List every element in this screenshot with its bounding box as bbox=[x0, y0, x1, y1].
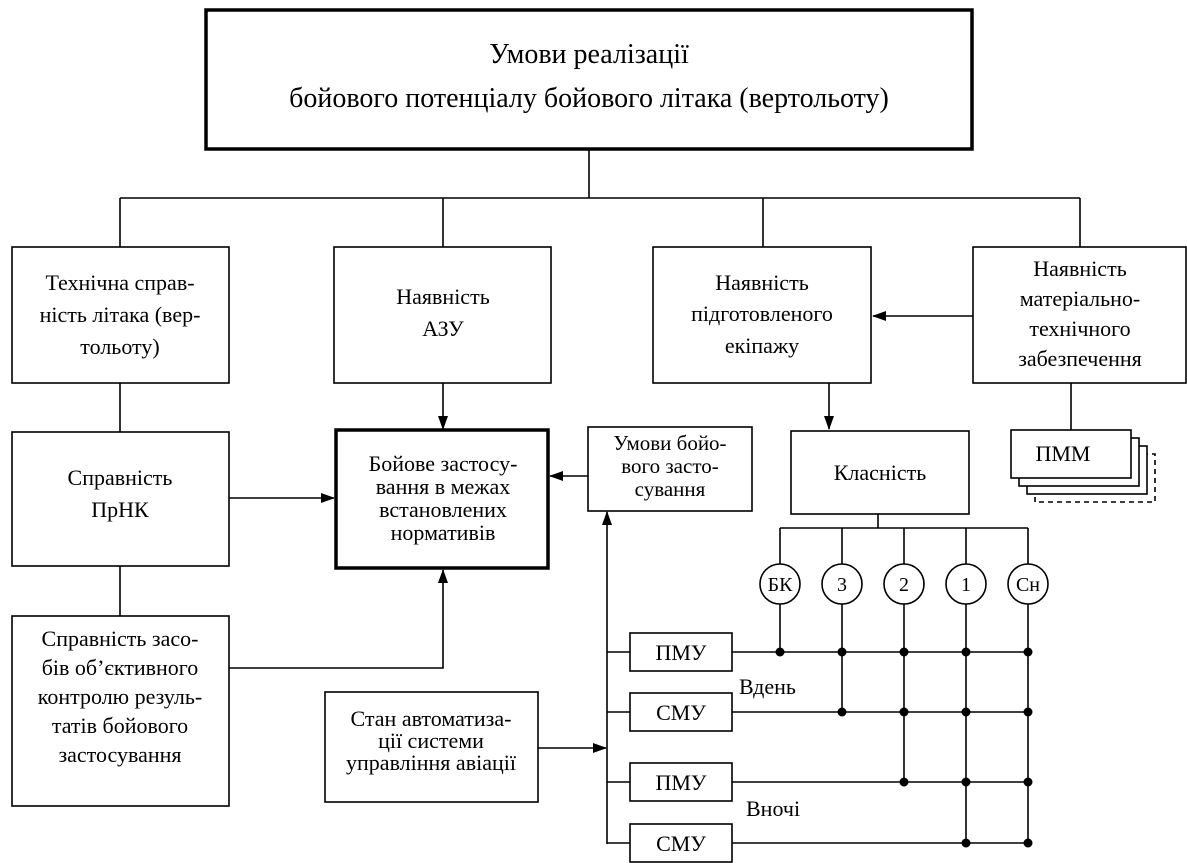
objective-control-line-3: контролю резуль- bbox=[38, 684, 202, 709]
crew-line-2: підготовленого bbox=[691, 301, 833, 326]
tech-serviceability-line-1: Технічна справ- bbox=[45, 270, 194, 295]
crew-box bbox=[652, 246, 872, 384]
grid-junction-dot bbox=[775, 647, 785, 657]
weather-row-3-box bbox=[629, 762, 733, 802]
class-level-label: 1 bbox=[961, 574, 971, 596]
logistics-line-2: матеріально- bbox=[1020, 286, 1141, 311]
grid-junction-dot bbox=[961, 777, 971, 787]
pmm-document-stack bbox=[1010, 429, 1156, 503]
prnk-box bbox=[11, 431, 230, 567]
automation-box bbox=[324, 691, 539, 803]
automation-line-2: ції системи bbox=[378, 728, 484, 753]
weather-row-1-box bbox=[629, 632, 733, 672]
combat-conditions-box bbox=[587, 426, 753, 512]
title-box bbox=[204, 8, 974, 151]
azu-line-1: Наявність bbox=[396, 284, 489, 309]
crew-line-3: екіпажу bbox=[725, 333, 799, 358]
combat-use-line-1: Бойове застосу- bbox=[369, 451, 518, 476]
weather-row-2-box bbox=[629, 692, 733, 732]
class-box bbox=[790, 430, 970, 515]
logistics-box bbox=[972, 246, 1187, 384]
objective-control-box bbox=[11, 615, 230, 807]
class-level-drop-lines bbox=[779, 604, 1029, 843]
class-level-label: Сн bbox=[1016, 574, 1040, 596]
objective-control-line-5: застосування bbox=[58, 742, 181, 767]
grid-junction-dot bbox=[899, 647, 909, 657]
title-line-1: Умови реалізації bbox=[489, 39, 689, 70]
grid-junction-dot bbox=[1023, 838, 1033, 848]
grid-junction-dots bbox=[775, 647, 1033, 848]
azu-line-2: АЗУ bbox=[422, 316, 464, 341]
combat-use-line-2: вання в межах bbox=[376, 474, 511, 499]
control-to-combat-arrow bbox=[229, 569, 448, 669]
class-label: Класність bbox=[834, 460, 926, 485]
grid-junction-dot bbox=[1023, 707, 1033, 717]
day-label: Вдень bbox=[739, 674, 796, 699]
grid-junction-dot bbox=[1023, 777, 1033, 787]
weather-row-4-label: СМУ bbox=[656, 831, 706, 856]
top-tree-connectors bbox=[119, 149, 1081, 247]
combat-use-box bbox=[334, 428, 550, 570]
grid-junction-dot bbox=[961, 707, 971, 717]
class-level-label: 3 bbox=[837, 574, 847, 596]
combat-use-line-3: встановлених bbox=[379, 497, 507, 522]
class-level-label: 2 bbox=[899, 574, 909, 596]
grid-junction-dot bbox=[1023, 647, 1033, 657]
weather-row-3-label: ПМУ bbox=[655, 770, 706, 795]
logistics-line-3: технічного bbox=[1029, 316, 1130, 341]
night-label: Вночі bbox=[746, 796, 800, 821]
weather-row-1-label: ПМУ bbox=[655, 640, 706, 665]
class-level-connectors bbox=[779, 514, 1029, 564]
logistics-line-1: Наявність bbox=[1033, 256, 1126, 281]
grid-junction-dot bbox=[899, 777, 909, 787]
grid-junction-dot bbox=[837, 647, 847, 657]
prnk-line-2: ПрНК bbox=[91, 497, 149, 522]
crew-line-1: Наявність bbox=[715, 270, 808, 295]
grid-junction-dot bbox=[837, 707, 847, 717]
class-level-circles: БК 3 2 1 Сн bbox=[759, 563, 1049, 605]
combat-conditions-line-2: вого засто- bbox=[621, 454, 718, 478]
grid-junction-dot bbox=[961, 647, 971, 657]
azu-box bbox=[333, 246, 552, 384]
weather-row-2-label: СМУ bbox=[656, 700, 706, 725]
prnk-line-1: Справність bbox=[68, 465, 173, 490]
logistics-line-4: забезпечення bbox=[1018, 346, 1142, 371]
tech-serviceability-line-2: ність літака (вер- bbox=[40, 302, 201, 327]
automation-line-3: управління авіації bbox=[346, 750, 517, 775]
weather-row-stubs bbox=[607, 651, 630, 844]
combat-use-line-4: нормативів bbox=[391, 520, 496, 545]
objective-control-line-2: бів об’єктивного bbox=[42, 655, 199, 680]
combat-conditions-line-3: сування bbox=[635, 477, 706, 501]
objective-control-line-1: Справність засо- bbox=[42, 626, 199, 651]
weather-grid-lines bbox=[732, 651, 1028, 844]
grid-junction-dot bbox=[899, 707, 909, 717]
tech-serviceability-line-3: тольоту) bbox=[80, 334, 159, 359]
weather-row-4-box bbox=[629, 823, 733, 863]
grid-junction-dot bbox=[961, 838, 971, 848]
class-level-label: БК bbox=[768, 574, 793, 596]
automation-line-1: Стан автоматиза- bbox=[351, 706, 512, 731]
objective-control-line-4: татів бойового bbox=[52, 713, 188, 738]
pmm-label: ПММ bbox=[1035, 441, 1090, 466]
combat-conditions-line-1: Умови бойо- bbox=[613, 431, 726, 455]
title-line-2: бойового потенціалу бойового літака (вер… bbox=[289, 83, 889, 114]
